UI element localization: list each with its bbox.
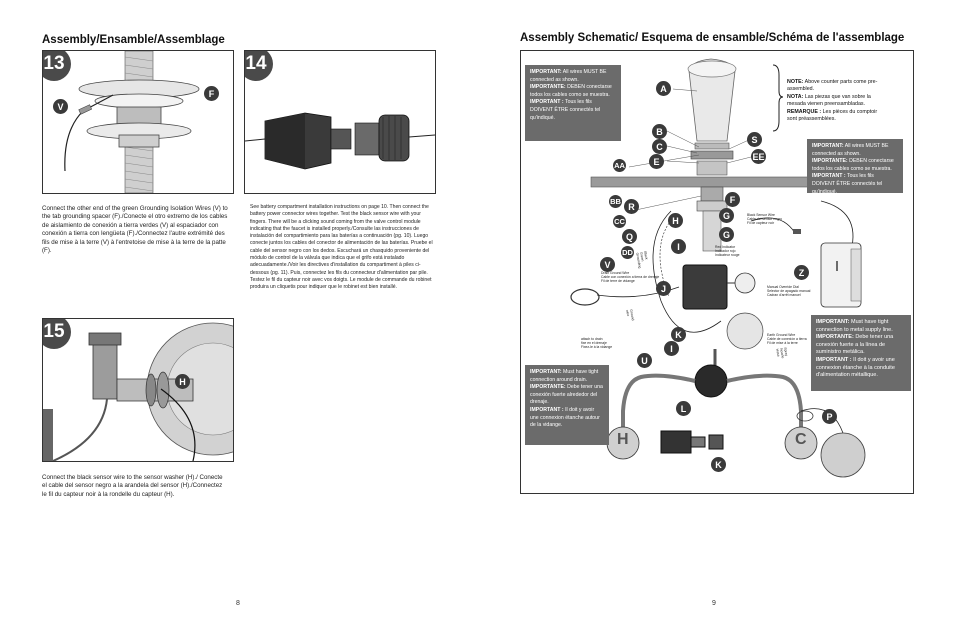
note-above-counter: NOTE: Above counter parts come pre-assem… xyxy=(787,79,878,123)
right-page-heading: Assembly Schematic/ Esquema de ensamble/… xyxy=(520,32,905,44)
note-supply-line: IMPORTANT: Must have tight connection to… xyxy=(811,315,911,391)
step-13-text: Connect the other end of the green Groun… xyxy=(42,205,228,255)
marker-q: Q xyxy=(622,229,637,244)
marker-f: F xyxy=(204,86,219,101)
sensor-washer-illustration xyxy=(43,322,233,461)
marker-l: L xyxy=(676,401,691,416)
marker-b: B xyxy=(652,124,667,139)
note-wires-top: IMPORTANT: All wires MUST BE connected a… xyxy=(525,65,621,141)
marker-s: S xyxy=(747,132,762,147)
marker-ee: EE xyxy=(751,149,766,164)
marker-g-upper: G xyxy=(719,208,734,223)
marker-z: Z xyxy=(794,265,809,280)
label-red-indicator: Red Indicator Indicador rojo Indicateur … xyxy=(715,245,740,258)
step-13-illustration: 13 V F xyxy=(42,50,234,194)
cold-label: C xyxy=(795,431,807,448)
marker-h: H xyxy=(175,374,190,389)
step-15-illustration: 15 H xyxy=(42,318,234,462)
left-page-heading: Assembly/Ensamble/Assemblage xyxy=(42,34,225,46)
hot-label: H xyxy=(617,431,629,448)
label-black-sensor-wire: Black Sensor Wire Cable del sensor negro… xyxy=(747,213,783,226)
step-14-text: See battery compartment installation ins… xyxy=(250,204,433,291)
marker-j: J xyxy=(656,281,671,296)
marker-c: C xyxy=(652,139,667,154)
label-manual-override: Manual Override Dial Selector de apagado… xyxy=(767,285,811,298)
marker-e: E xyxy=(649,154,664,169)
marker-k-upper: K xyxy=(671,327,686,342)
label-drain-ground-wire: Drain Ground Wire Cable con conexión a t… xyxy=(601,271,660,284)
marker-p: P xyxy=(822,409,837,424)
marker-g-lower: G xyxy=(719,227,734,242)
marker-a: A xyxy=(656,81,671,96)
page-number-right: 9 xyxy=(712,600,716,607)
battery-connector-illustration xyxy=(245,112,435,170)
marker-i-upper: I xyxy=(671,239,686,254)
marker-f-schematic: F xyxy=(725,192,740,207)
marker-k-lower: K xyxy=(711,457,726,472)
marker-v: V xyxy=(53,99,68,114)
page-number-left: 8 xyxy=(236,600,240,607)
step-14-illustration: 14 xyxy=(244,50,436,194)
label-attach-drain: attach to drain fixe en el drenaje Fixez… xyxy=(581,337,613,350)
step-15-text: Connect the black sensor wire to the sen… xyxy=(42,474,223,498)
marker-r: R xyxy=(624,199,639,214)
marker-v-schematic: V xyxy=(600,257,615,272)
schematic-frame: IMPORTANT: All wires MUST BE connected a… xyxy=(520,50,914,494)
threaded-shank-illustration xyxy=(64,51,200,193)
marker-h-schematic: H xyxy=(668,213,683,228)
marker-u: U xyxy=(637,353,652,368)
marker-cc: CC xyxy=(613,215,626,228)
note-drain: IMPORTANT: Must have tight connection ar… xyxy=(525,365,609,445)
marker-bb: BB xyxy=(609,195,622,208)
marker-i-lower: I xyxy=(664,341,679,356)
marker-aa: AA xyxy=(613,159,626,172)
marker-dd: DD xyxy=(621,246,634,259)
label-earth-ground-wire: Earth Ground Wire Cable de conexión a ti… xyxy=(767,333,807,346)
note-wires-right: IMPORTANT: All wires MUST BE connected a… xyxy=(807,139,903,195)
